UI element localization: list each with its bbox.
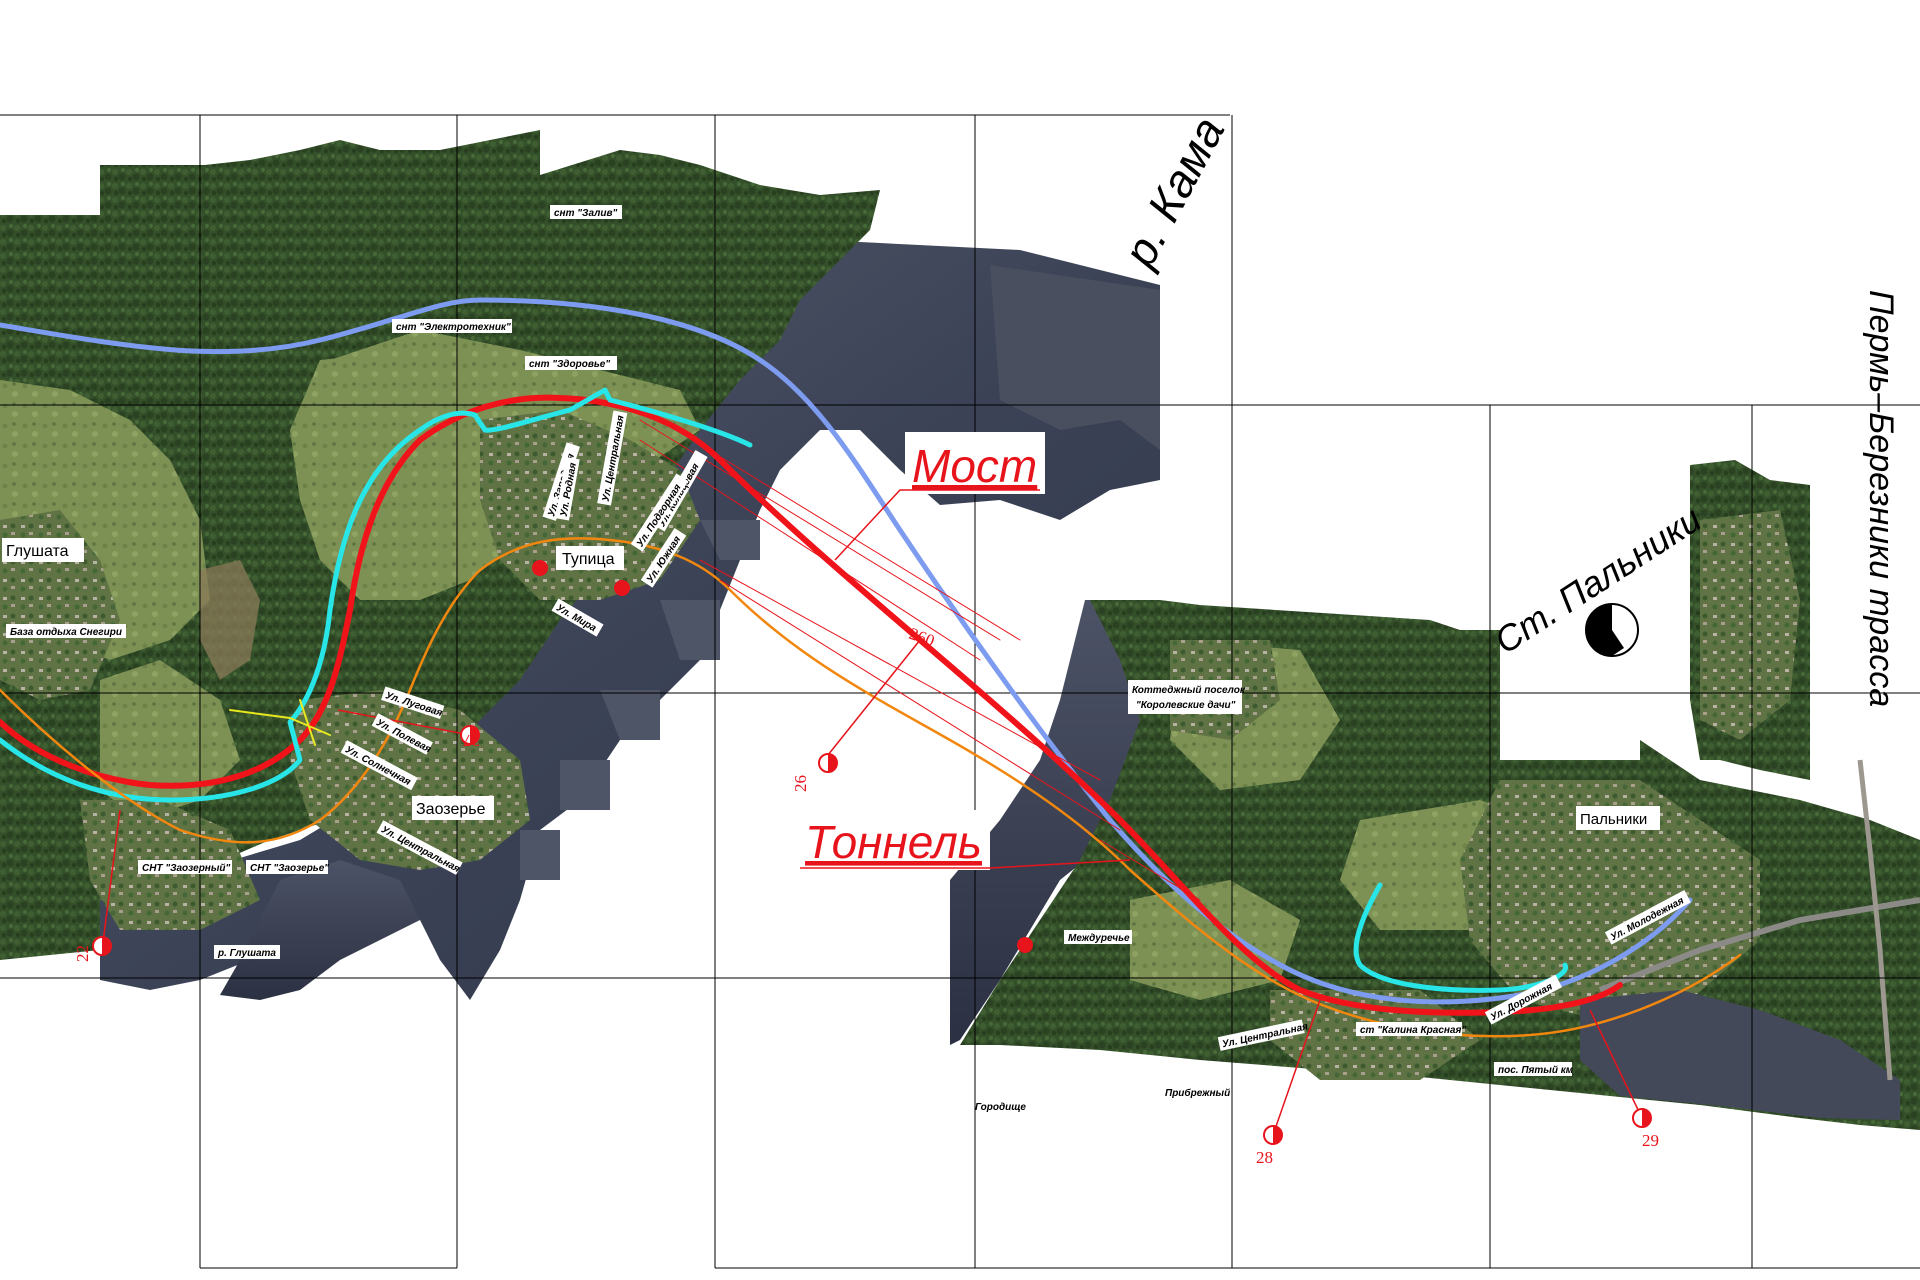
- highway-label: Пермь–Березники трасса: [1862, 290, 1900, 707]
- field-right-3: [1130, 880, 1300, 1000]
- bridge-label: Мост: [912, 440, 1037, 492]
- settlement-labels: Глушата Тупица Заозерье Пальники: [2, 538, 1660, 830]
- marker-28: [1263, 1125, 1283, 1145]
- route-yellow: [229, 699, 331, 746]
- marker-leader-27: [337, 709, 471, 736]
- red-markers: [92, 560, 1652, 1145]
- marker-number-22: 22: [73, 945, 92, 962]
- station-marker: [1585, 603, 1639, 657]
- station-half-fill-2: [1600, 612, 1624, 656]
- river-label: р. Кама: [1112, 108, 1234, 276]
- bridge-card: [905, 432, 1045, 494]
- station-half-fill: [1586, 604, 1612, 656]
- marker-number-26: 26: [791, 775, 810, 792]
- bay-water-right: [1580, 990, 1900, 1120]
- marker-27: [460, 725, 480, 745]
- village-tupitsa: [480, 410, 700, 600]
- settlement-palniki: Пальники: [1580, 811, 1647, 828]
- river-tile-top: [990, 265, 1160, 450]
- marker-number-29: 29: [1642, 1131, 1659, 1150]
- settlement-zaozerye: Заозерье: [416, 801, 486, 818]
- marker-26: [818, 753, 838, 773]
- tag-pos-pyaty-km: пос. Пятый км: [1498, 1065, 1574, 1076]
- bay-water-zaozerye: [220, 860, 420, 1000]
- tag-kottedzh-1: Коттеджный поселок: [1132, 685, 1246, 696]
- village-palniki: [1460, 780, 1760, 1020]
- tag-snt-zaozerny: СНТ "Заозерный": [142, 863, 230, 874]
- field-brown: [200, 560, 260, 680]
- tag-snt-zaliv: снт "Залив": [554, 208, 617, 219]
- tag-snt-zdorovye: снт "Здоровье": [529, 359, 610, 370]
- settlement-tupitsa: Тупица: [562, 551, 615, 568]
- field-sw: [100, 660, 240, 820]
- marker-number-27: 27: [463, 731, 481, 750]
- tag-st-kalina: ст "Калина Красная": [1360, 1025, 1466, 1036]
- tag-snt-zaozerye: СНТ "Заозерье": [250, 863, 329, 874]
- tag-r-glushata: р. Глушата: [217, 948, 276, 959]
- route-cyan: [0, 387, 753, 803]
- railway-strip: [1598, 897, 1920, 993]
- mosaic-tiles-right: [520, 520, 760, 880]
- marker-number-28: 28: [1256, 1148, 1273, 1167]
- marker-leader-28: [1272, 999, 1321, 1136]
- map-grid: [0, 114, 1920, 1269]
- tunnel-crossing-lines: [699, 559, 1201, 901]
- marker-number-260: 260: [907, 624, 937, 651]
- tag-gorodishche: Городище: [975, 1102, 1026, 1113]
- marker-29: [1632, 1108, 1652, 1128]
- tag-kottedzh-2: "Королевские дачи": [1136, 700, 1236, 711]
- tunnel-label: Тоннель: [805, 816, 982, 868]
- tunnel-card: [800, 810, 990, 870]
- marker-leader-22: [101, 809, 121, 951]
- marker-numbers: 22 26 27 28 29 260: [73, 624, 1659, 1167]
- route-blue: [0, 297, 1693, 1005]
- highway-strip: [1857, 759, 1893, 1081]
- tag-baza-snegiri: База отдыха Снегири: [10, 627, 122, 638]
- river-water-right: [950, 600, 1160, 1045]
- marker-leader-29: [1589, 1009, 1643, 1119]
- marker-leader-26: [827, 639, 921, 756]
- village-palniki-north: [1700, 510, 1800, 740]
- tag-mezhdurechye: Междуречье: [1068, 933, 1130, 944]
- tag-snt-elektrotekhnik: снт "Электротехник": [396, 322, 511, 333]
- aerial-photo-right: [950, 460, 1920, 1130]
- tag-pribrezhny: Прибрежный: [1165, 1087, 1230, 1099]
- marker-small-tupitsa: [532, 560, 1033, 953]
- marker-22: [92, 936, 112, 956]
- callout-cards: [800, 432, 1045, 870]
- settlement-glushata: Глушата: [6, 543, 69, 560]
